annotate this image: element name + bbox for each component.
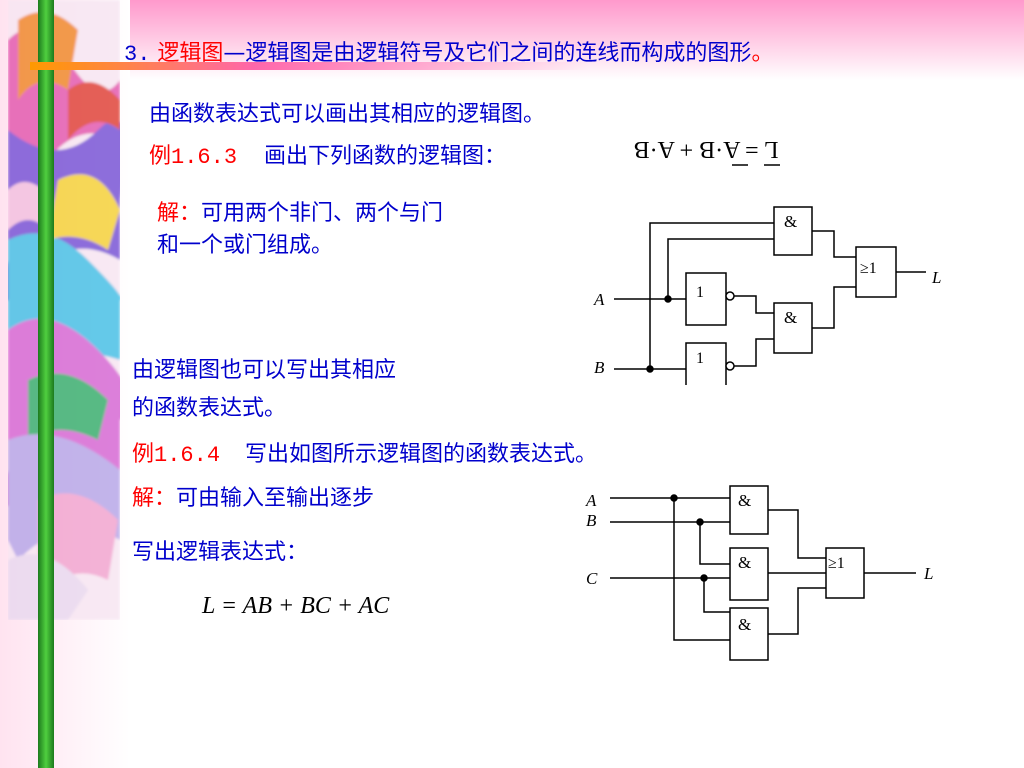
not-gate-b-bubble <box>725 361 735 371</box>
wire-c-to-and3 <box>703 578 730 613</box>
and-gate-1-symbol: & <box>784 212 797 231</box>
not-gate-a-symbol: 1 <box>696 284 704 301</box>
example2-solution-line2: 写出逻辑表达式： <box>132 540 309 565</box>
example1-solution-line1: 可用两个非门、两个与门 <box>201 201 444 226</box>
and-gate-2-symbol: & <box>738 553 751 572</box>
wire-and3-to-or <box>768 587 826 635</box>
example2-solution: 解：可由输入至输出逐步 <box>132 480 374 512</box>
example1-formula-text: L = A·B + A·B <box>634 136 779 162</box>
and-gate-3-symbol: & <box>738 615 751 634</box>
logic-diagram-1: 1 1 & & ≥1 A B L <box>593 206 941 385</box>
bridge-text: 由逻辑图也可以写出其相应 的函数表达式。 <box>132 352 396 428</box>
and-gate-3 <box>729 607 769 661</box>
output-label: L <box>931 268 941 287</box>
bridge-line2: 的函数表达式。 <box>132 396 287 421</box>
heading-period: 。 <box>751 41 774 66</box>
example1-prompt: 画出下列函数的逻辑图： <box>264 144 507 169</box>
not-gate-a-bubble <box>725 291 735 301</box>
not-gate-b-symbol: 1 <box>696 350 704 367</box>
example1-number: 1.6.3 <box>171 145 238 170</box>
or-gate-symbol: ≥1 <box>860 260 877 277</box>
example1-formula: L = A·B + A·B <box>634 136 780 166</box>
heading-number: 3. <box>124 42 151 67</box>
example2-label: 例 <box>132 442 155 467</box>
wire-a-to-and3 <box>673 498 730 641</box>
or-gate <box>825 547 865 599</box>
example1-solution: 解：可用两个非门、两个与门 和一个或门组成。 <box>157 198 443 262</box>
example1-label: 例 <box>149 144 172 169</box>
example2-solution-label: 解： <box>132 486 177 511</box>
wire-a-to-and1 <box>667 238 774 299</box>
wire-b-to-and2 <box>699 522 730 565</box>
input-b-label: B <box>594 358 605 377</box>
wire-notb-to-and2 <box>734 338 774 367</box>
decorative-collage <box>8 0 120 620</box>
not-gate-b <box>685 342 727 385</box>
wire-and1-to-or <box>768 509 826 559</box>
intro-text: 由函数表达式可以画出其相应的逻辑图。 <box>149 102 546 127</box>
and-gate-2-symbol: & <box>784 308 797 327</box>
example2-number: 1.6.4 <box>154 443 221 468</box>
wire-and1-to-or <box>812 230 856 258</box>
title-underline-bar <box>30 62 590 70</box>
or-gate-symbol: ≥1 <box>828 555 845 572</box>
wire-b-to-and1 <box>649 222 774 369</box>
example1-solution-label: 解： <box>157 201 202 226</box>
output-label: L <box>923 564 933 583</box>
heading-definition: —逻辑图是由逻辑符号及它们之间的连线而构成的图形 <box>223 41 752 66</box>
wire-and2-to-or <box>812 286 856 329</box>
example2-result-formula: L = AB + BC + AC <box>202 593 390 619</box>
heading-term: 逻辑图 <box>157 41 224 66</box>
example1-heading: 例1.6.3 画出下列函数的逻辑图： <box>149 138 506 170</box>
input-a-label: A <box>585 491 597 510</box>
not-gate-a <box>685 272 727 326</box>
input-c-label: C <box>586 569 598 588</box>
green-vertical-bar <box>38 0 54 768</box>
input-b-label: B <box>586 511 597 530</box>
slide-heading: 3. 逻辑图—逻辑图是由逻辑符号及它们之间的连线而构成的图形。 <box>124 35 773 67</box>
example2-prompt: 写出如图所示逻辑图的函数表达式。 <box>245 442 598 467</box>
wire-nota-to-and2 <box>734 295 774 314</box>
example2-solution-text: 可由输入至输出逐步 <box>176 486 375 511</box>
logic-diagram-2: & & & ≥1 A B C L <box>585 485 933 661</box>
example1-solution-line2: 和一个或门组成。 <box>157 233 334 258</box>
and-gate-2 <box>729 547 769 601</box>
and-gate-1-symbol: & <box>738 491 751 510</box>
and-gate-2 <box>773 302 813 354</box>
and-gate-1 <box>729 485 769 535</box>
example2-heading: 例1.6.4 写出如图所示逻辑图的函数表达式。 <box>132 436 597 468</box>
bridge-line1: 由逻辑图也可以写出其相应 <box>132 358 397 383</box>
input-a-label: A <box>593 290 605 309</box>
